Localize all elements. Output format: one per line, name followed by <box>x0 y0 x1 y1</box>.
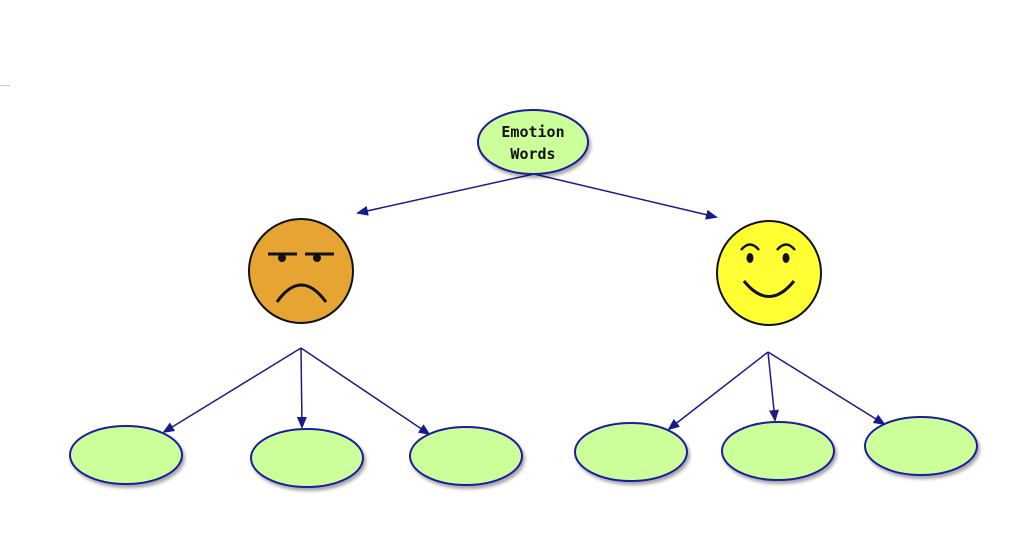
smiling-face-icon[interactable] <box>716 220 822 326</box>
sad-child-node-3[interactable] <box>409 426 523 486</box>
happy-eye-left <box>746 253 754 263</box>
root-label-line2: Words <box>510 145 555 163</box>
happy-child-node-1[interactable] <box>574 422 688 482</box>
sad-mouth <box>275 283 328 303</box>
arrow-root-to-sad <box>356 173 535 216</box>
sad-branch-arrows <box>162 347 431 436</box>
happy-brow-right <box>776 243 796 251</box>
root-node[interactable] <box>477 109 589 175</box>
happy-brow-left <box>740 243 760 251</box>
sad-children <box>69 425 523 488</box>
happy-children <box>574 416 978 482</box>
arrow-sad-to-child-2 <box>296 347 307 429</box>
frowning-face-icon[interactable] <box>248 218 354 324</box>
sad-child-node-2[interactable] <box>250 428 364 488</box>
sad-eye-right <box>313 254 321 262</box>
happy-mouth <box>742 280 796 298</box>
arrow-happy-to-child-2 <box>767 351 779 422</box>
arrow-root-to-happy <box>533 173 718 220</box>
happy-branch-arrows <box>667 351 886 431</box>
sad-eye-left <box>278 254 286 262</box>
edge-divider <box>0 85 10 86</box>
root-label-line1: Emotion <box>501 123 564 141</box>
happy-child-node-3[interactable] <box>864 416 978 476</box>
happy-child-node-2[interactable] <box>721 421 835 481</box>
root-node-shape <box>477 109 589 175</box>
arrow-happy-to-child-1 <box>667 351 769 431</box>
arrow-happy-to-child-3 <box>767 351 886 426</box>
root-arrows <box>356 173 718 220</box>
sad-child-node-1[interactable] <box>69 425 183 485</box>
happy-eye-right <box>782 253 790 263</box>
arrow-sad-to-child-1 <box>162 347 302 434</box>
arrow-sad-to-child-3 <box>300 347 431 436</box>
